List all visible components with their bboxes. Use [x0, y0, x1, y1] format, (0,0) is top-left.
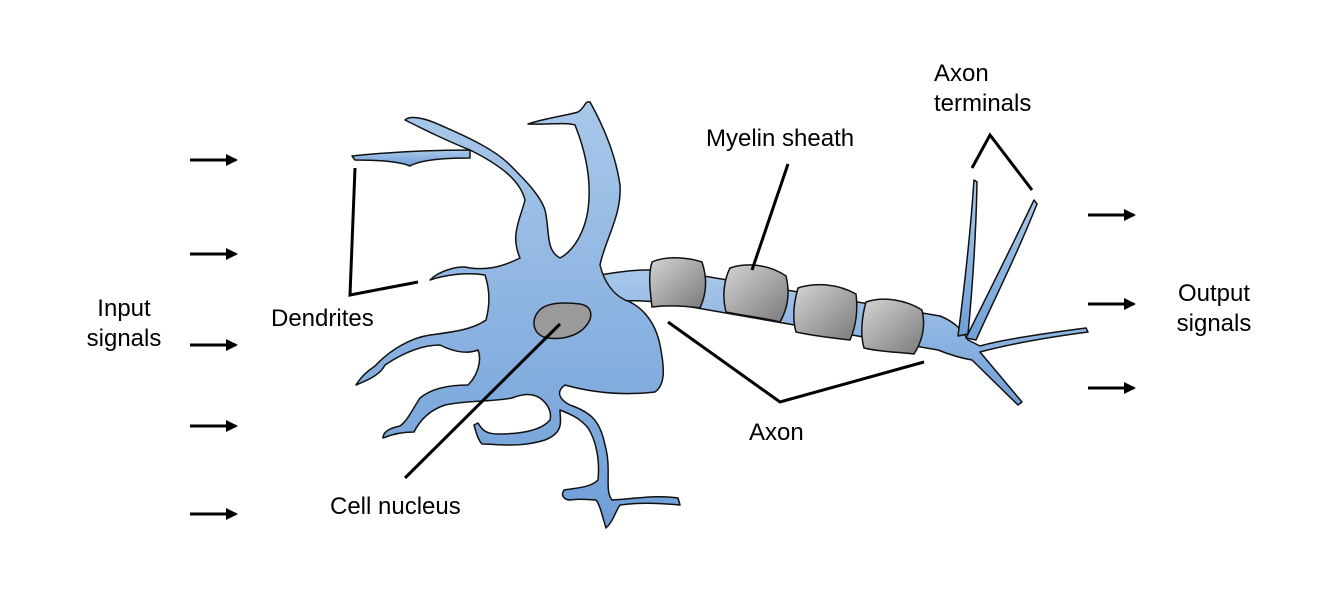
axon-terminals-line2: terminals	[934, 90, 1032, 117]
myelin-sheath-leader	[750, 163, 790, 271]
leader-lines	[348, 132, 1034, 480]
myelin-sheath-segments	[648, 257, 925, 355]
dendrite	[351, 149, 471, 167]
myelin-segment	[648, 257, 707, 309]
input-signals-label: Input signals	[78, 294, 170, 354]
dendrites-label: Dendrites	[271, 305, 374, 332]
dendrites-leader	[348, 167, 419, 297]
input-signals-line2: signals	[86, 325, 162, 352]
myelin-segment	[861, 298, 925, 355]
output-signals-line2: signals	[1176, 310, 1252, 337]
myelin-segment	[723, 264, 789, 323]
axon-terminal-branch	[957, 179, 978, 337]
soma	[355, 100, 681, 529]
axon-terminals-leader	[970, 132, 1034, 191]
axon-terminal-branch	[965, 199, 1038, 341]
cell-nucleus-leader	[403, 322, 562, 480]
myelin-segment	[793, 283, 858, 341]
cell-nucleus-label: Cell nucleus	[330, 493, 461, 520]
input-arrows	[190, 154, 238, 520]
axon-leader	[667, 320, 925, 404]
axon-label: Axon	[749, 419, 804, 446]
output-signals-line1: Output	[1177, 280, 1251, 307]
axon-terminals-label: Axon terminals	[934, 59, 1048, 119]
cell-nucleus	[533, 302, 592, 340]
myelin-sheath-label: Myelin sheath	[706, 125, 855, 152]
neuron	[351, 100, 1089, 529]
output-arrows	[1088, 209, 1136, 394]
output-signals-label: Output signals	[1166, 279, 1262, 339]
input-signals-line1: Input	[97, 295, 151, 322]
axon-terminals-line1: Axon	[934, 60, 989, 87]
